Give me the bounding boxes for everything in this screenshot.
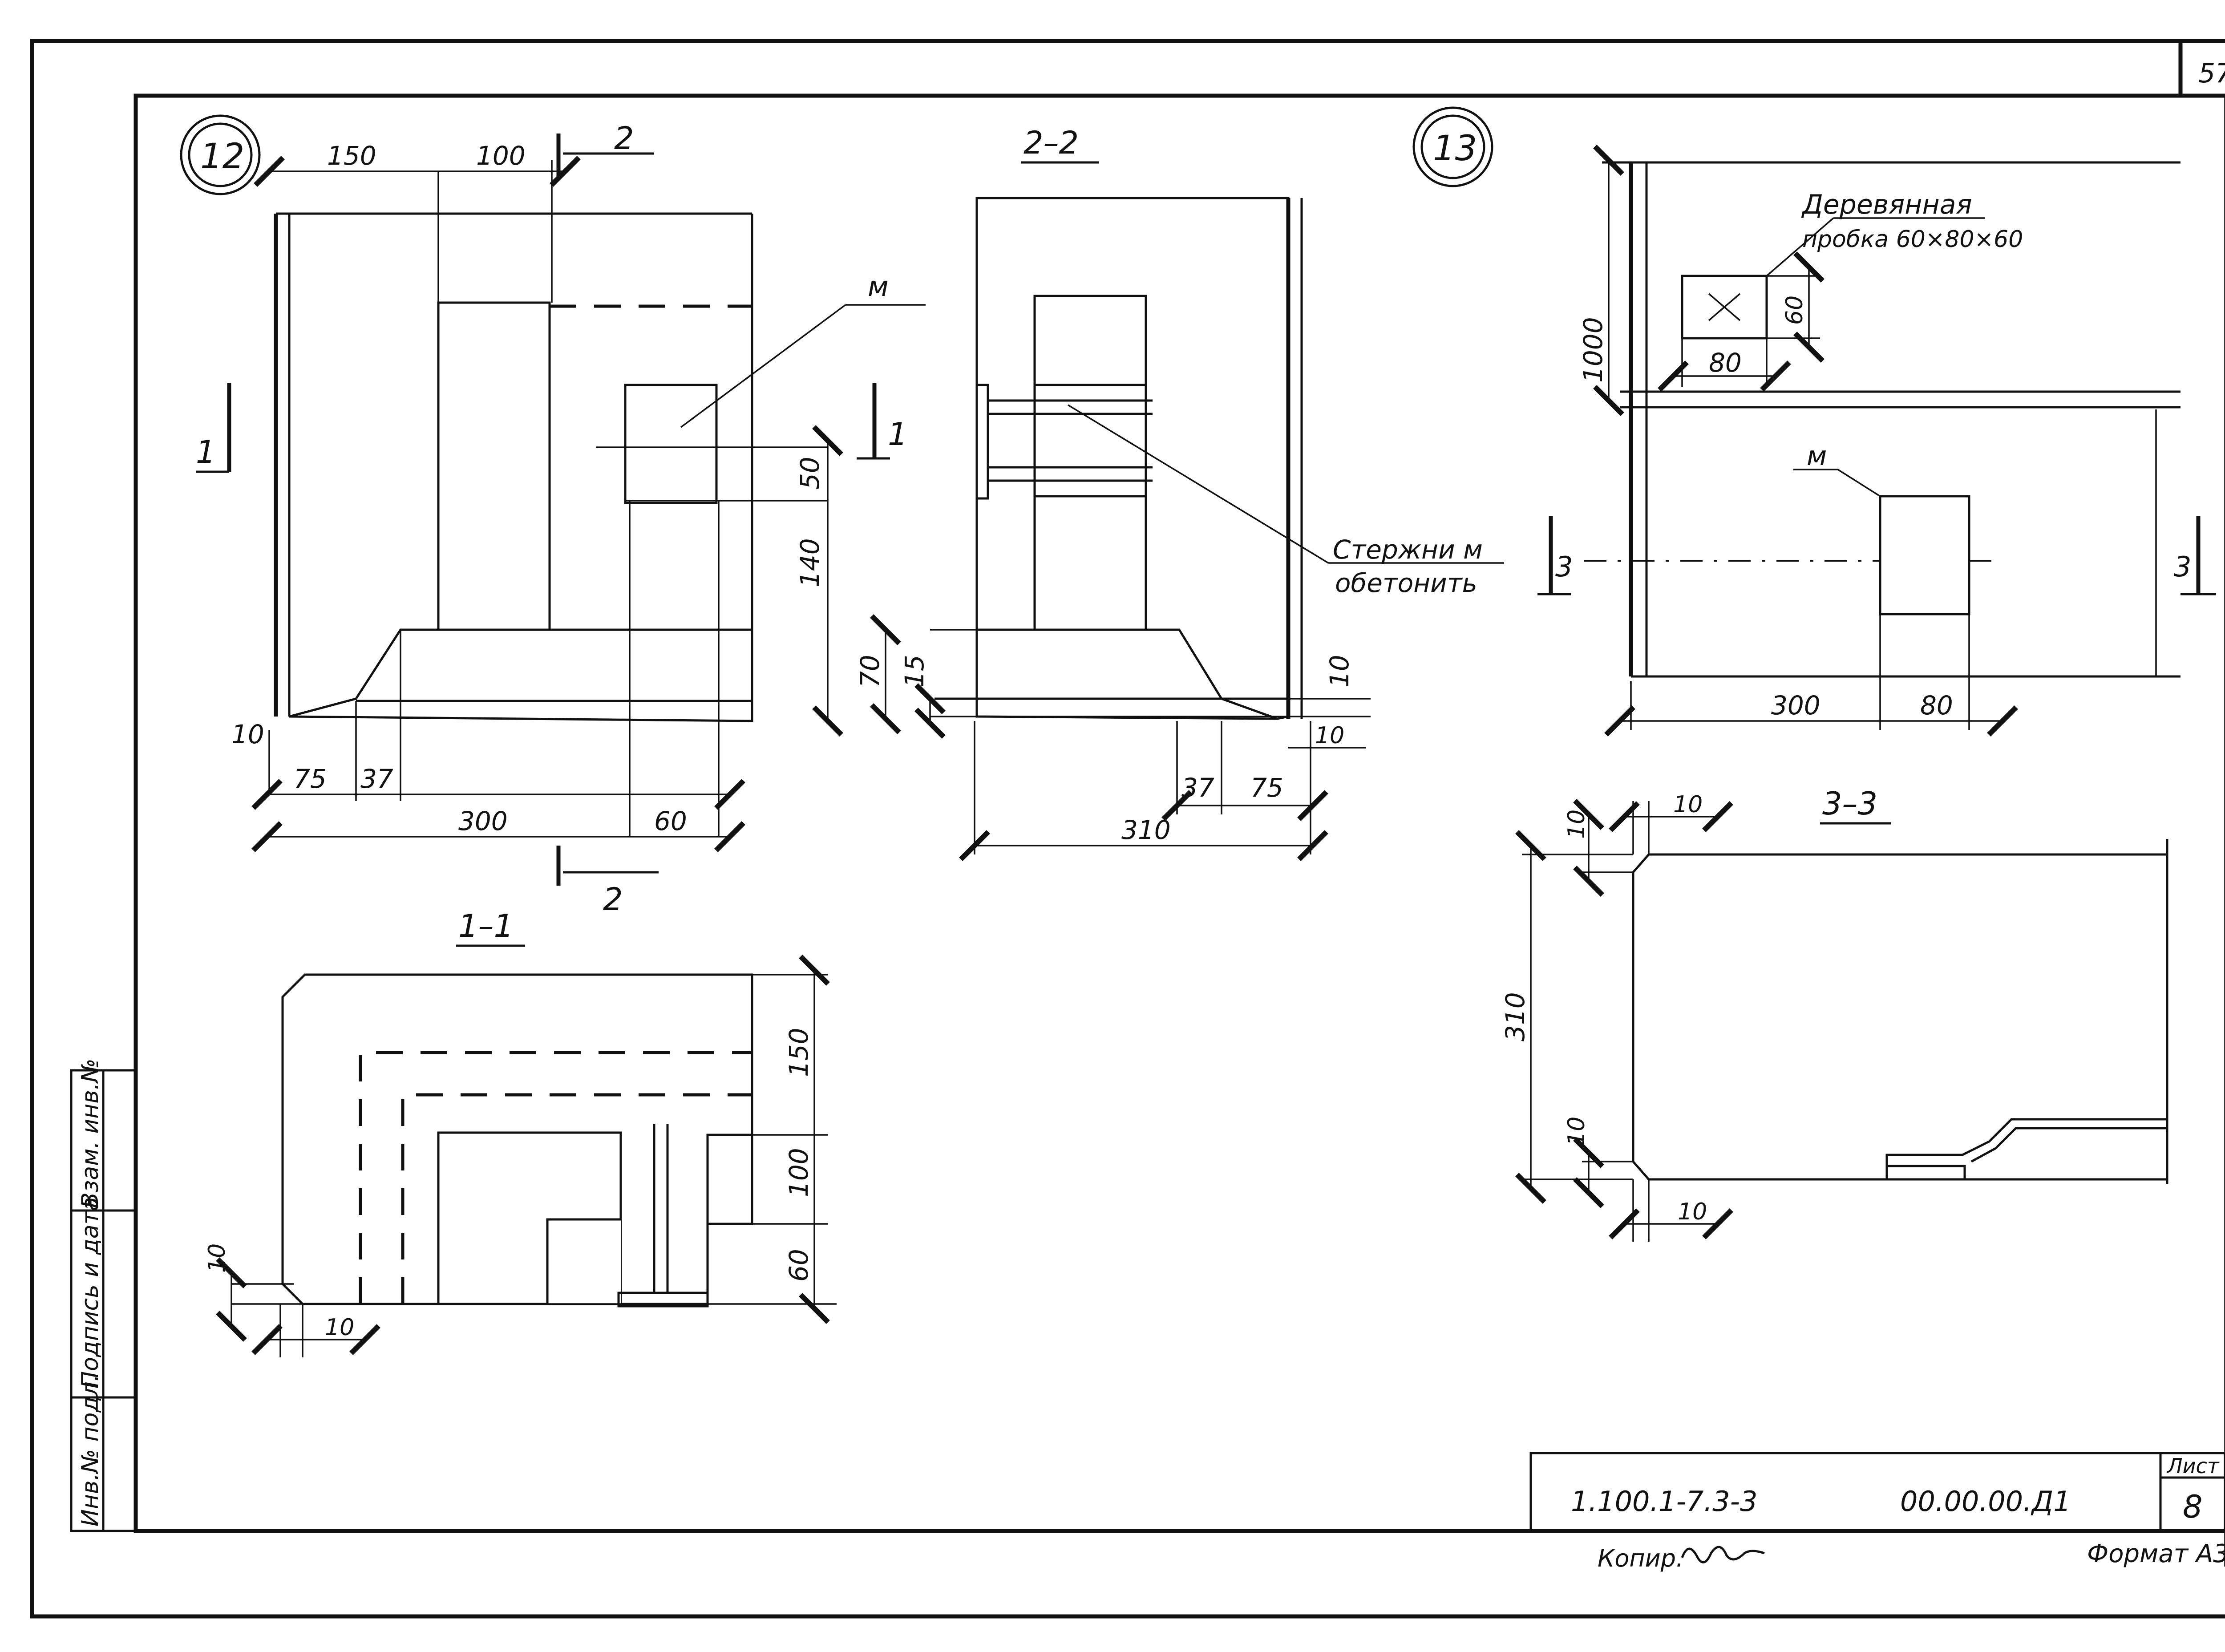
- node-13-label-m: м: [1807, 441, 1827, 472]
- section-1-1-dim-150: 150: [784, 1028, 814, 1077]
- section-2-2-embedded-plate: [975, 384, 989, 500]
- node-12-dim-50: 50: [795, 457, 825, 490]
- node-13-wood-label-line1: Деревянная: [1801, 189, 1972, 220]
- sheet-label: Лист: [2166, 1454, 2220, 1478]
- node-12-dim-37: 37: [360, 764, 393, 794]
- node-12-dim-300: 300: [458, 806, 508, 836]
- series-code: 1.100.1-7.3-3: [1571, 1485, 1757, 1518]
- section-3-3-element-m: [1885, 1165, 1966, 1181]
- section-3-3-dim-10-bottom: 10: [1563, 1117, 1590, 1146]
- sheet-frame: [30, 39, 2225, 1619]
- section-2-2-note-line2: обетонить: [1335, 568, 1477, 598]
- node-13-cut-3-right: 3: [2174, 551, 2191, 583]
- node-12-cut-1-left: 1: [196, 434, 216, 470]
- title-block: 1.100.1-7.3-3 00.00.00.Д1 Лист 8: [1529, 1452, 2225, 1532]
- section-2-2-dim-70: 70: [855, 655, 885, 688]
- section-2-2-insulation-top: [1033, 295, 1147, 386]
- node-12-dim-100: 100: [476, 141, 526, 171]
- section-1-1-dim-100: 100: [784, 1148, 814, 1197]
- section-2-2-dim-310: 310: [1121, 815, 1171, 845]
- node-12-dim-10: 10: [231, 719, 264, 749]
- section-3-3: 3–3 10 10 310 10 10: [1500, 786, 2168, 1242]
- node-13-marker-outer: [1412, 106, 1493, 187]
- section-3-3-concrete: [1632, 853, 2168, 1181]
- node-12-base: [289, 628, 753, 722]
- section-2-2-dim-10-bottom: 10: [1315, 722, 1344, 749]
- stamp-replaced-inv: Взам. инв.№: [77, 1058, 104, 1208]
- node-12-column-insulation: [437, 301, 551, 631]
- section-1-1-dim-10-left: 10: [204, 1243, 231, 1273]
- section-2-2-dim-15: 15: [899, 655, 930, 688]
- section-2-2-insulation-bottom: [1033, 495, 1147, 631]
- node-13-cut-3-left: 3: [1555, 551, 1573, 583]
- node-13-dim-80-plug: 80: [1709, 348, 1742, 378]
- format-label: Формат А3: [2087, 1539, 2225, 1568]
- node-13: 13 Деревян: [1412, 106, 2216, 737]
- node-12-dim-75: 75: [294, 764, 327, 794]
- node-12-dim-150: 150: [327, 141, 376, 171]
- copier-signature: [1681, 1546, 1765, 1563]
- node-13-wood-plug: [1681, 275, 1768, 340]
- sheet-number: 8: [2183, 1489, 2203, 1525]
- node-13-wood-label-line2: пробка 60×80×60: [1802, 226, 2023, 253]
- node-13-dim-1000: 1000: [1578, 317, 1608, 383]
- node-13-dim-80: 80: [1920, 690, 1953, 721]
- section-2-2: 2–2 м Стержни м обетонить: [855, 125, 1504, 861]
- section-1-1-dim-10-bottom: 10: [325, 1314, 354, 1341]
- section-3-3-dim-10-topright: 10: [1673, 791, 1703, 818]
- section-2-2-title: 2–2: [1024, 125, 1079, 161]
- node-12-cut-2-bottom: 2: [603, 881, 623, 918]
- node-12-element-m: [624, 384, 718, 504]
- section-1-1: 1–1 150 100 60 10 10: [204, 908, 837, 1357]
- section-1-1-element-m: [617, 1292, 709, 1308]
- node-12-marker-outer: [180, 114, 261, 195]
- node-12: 12: [180, 114, 926, 918]
- node-12-dim-60: 60: [654, 806, 687, 836]
- section-3-3-title: 3–3: [1822, 786, 1877, 822]
- stamp-signature-date: Подпись и дата: [77, 1197, 104, 1389]
- node-13-dim-300: 300: [1771, 690, 1820, 721]
- section-3-3-dim-10-top: 10: [1563, 810, 1590, 839]
- node-12-dim-140: 140: [795, 538, 825, 587]
- section-2-2-dim-10-right: 10: [1324, 655, 1355, 688]
- node-12-cut-2-top: 2: [614, 120, 634, 157]
- section-3-3-dim-10-bottomright: 10: [1678, 1199, 1707, 1225]
- section-2-2-note-line1: Стержни м: [1333, 534, 1483, 565]
- node-13-element-m: [1879, 495, 1970, 615]
- stamp-inv-original: Инв.№ подл.: [77, 1374, 104, 1526]
- section-1-1-dim-60: 60: [784, 1249, 814, 1282]
- section-2-2-label-m: м: [868, 270, 889, 303]
- side-stamp: Инв.№ подл. Подпись и дата Взам. инв.№: [70, 1058, 137, 1532]
- section-1-1-title: 1–1: [458, 908, 514, 944]
- node-12-cut-1-right: 1: [888, 416, 908, 453]
- section-1-1-concrete: [281, 973, 753, 1305]
- node-13-dim-60: 60: [1781, 296, 1808, 325]
- document-code: 00.00.00.Д1: [1900, 1485, 2071, 1518]
- copied-label: Копир.: [1598, 1544, 1683, 1572]
- section-2-2-concrete: [975, 197, 1290, 720]
- section-2-2-dim-37: 37: [1181, 773, 1214, 803]
- node-13-marker: 13: [1433, 129, 1477, 169]
- section-3-3-dim-310: 310: [1500, 992, 1530, 1041]
- section-2-2-dim-75: 75: [1250, 773, 1283, 803]
- corner-sheet-number: 57: [2198, 58, 2225, 89]
- node-12-marker: 12: [200, 137, 244, 177]
